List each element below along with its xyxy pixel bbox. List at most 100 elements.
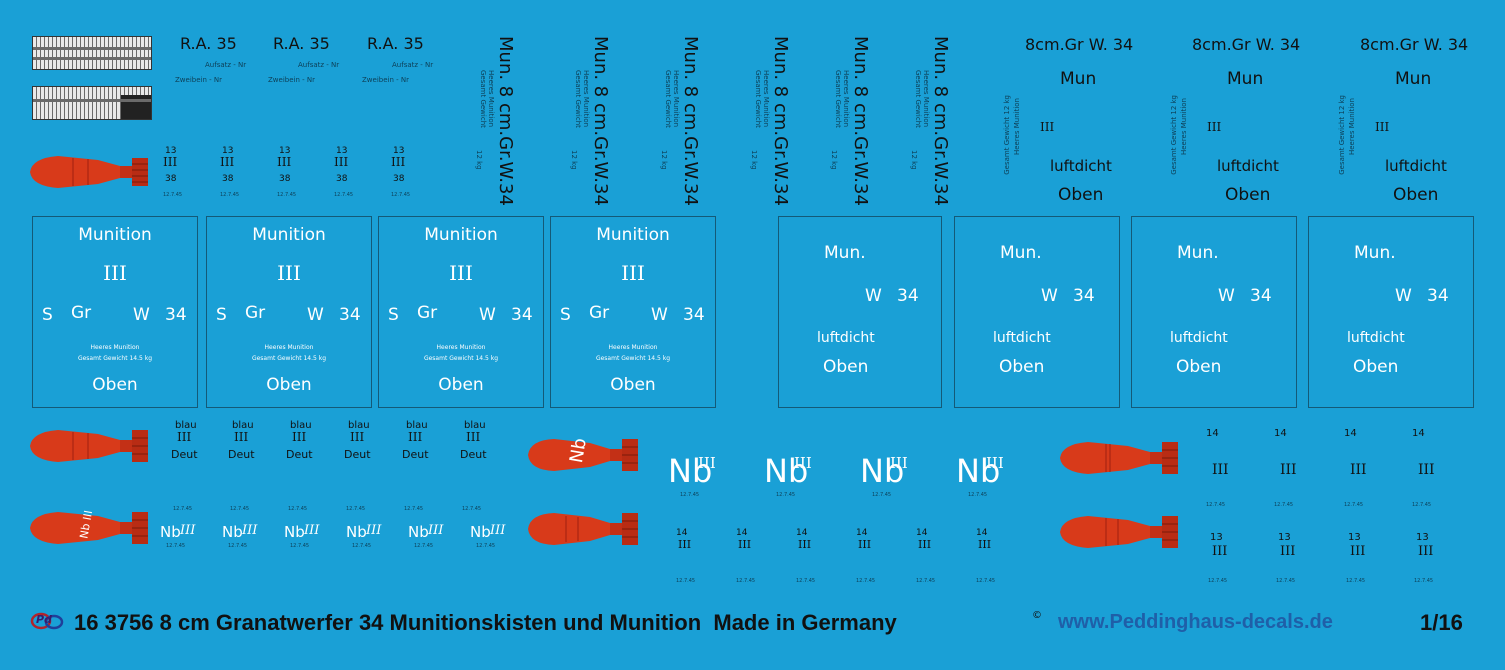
small14-num-5: 14 [976,528,988,538]
blau-roman-4: III [408,430,423,444]
right-14-3: 14 [1412,428,1425,439]
blau-top-2: blau [290,420,312,431]
mun-vertical-main-4: Mun. 8 cm.Gr.W.34 [850,36,871,206]
gr-roman-0: III [1040,120,1055,134]
footer-copyright: © [1032,610,1042,621]
mun-vertical-sub2-5: Gesamt Gewicht [914,70,922,128]
mun-34: 34 [1073,286,1095,306]
mun-w: W [1395,286,1412,306]
mun-vertical-weight-4: 12 kg [830,150,838,170]
mun-vertical-main-1: Mun. 8 cm.Gr.W.34 [590,36,611,206]
mun-title: Mun. [824,243,866,263]
mun-luftdicht: luftdicht [1347,330,1405,346]
munition-s: S [216,305,227,325]
munition-34: 34 [339,305,361,325]
fuze-roman-0: III [163,155,178,169]
fuze-roman-1: III [220,155,235,169]
gr-title-2: 8cm.Gr W. 34 [1360,35,1469,54]
blau-roman-2: III [292,430,307,444]
ra35-label-2: R.A. 35 [367,34,424,53]
small14-roman-2: III [798,538,812,551]
gr-small2-0: Gesamt Gewicht 12 kg [1003,95,1011,175]
right-roman-top-2: III [1350,462,1367,478]
blau-tiny-2: 12.7.45 [288,506,308,512]
munition-gr: Gr [245,303,266,323]
ra35-zweibein-2: Zweibein - Nr [362,76,409,84]
fuze-roman-2: III [277,155,292,169]
gr-mun-1: Mun [1227,69,1264,89]
mun-title: Mun. [1177,243,1219,263]
nb-small-tiny-2: 12.7.45 [290,543,310,549]
ra35-aufsatz-0: Aufsatz - Nr [205,61,247,69]
ra35-label-1: R.A. 35 [273,34,330,53]
munition-w: W [133,305,150,325]
munition-s: S [560,305,571,325]
right-13-0: 13 [1210,532,1223,543]
nb-big-roman-3: III [986,454,1004,472]
fuze-tiny-1: 12.7.45 [220,192,240,198]
nb-big-tiny-2: 12.7.45 [872,492,892,498]
nb-small-tiny-0: 12.7.45 [166,543,186,549]
right-roman-bottom-3: III [1418,544,1434,559]
small14-tiny-4: 12.7.45 [916,578,936,584]
nb-small-tiny-4: 12.7.45 [414,543,434,549]
nb-small-4: Nb [408,523,429,541]
ra35-aufsatz-1: Aufsatz - Nr [298,61,340,69]
gr-small1-2: Heeres Munition [1348,98,1356,156]
nb-big-0: Nb [668,452,713,490]
fuze-bottom-4: 38 [393,174,405,184]
blau-top-4: blau [406,420,428,431]
blau-roman-1: III [234,430,249,444]
nb-big-roman-2: III [890,454,908,472]
footer-website-link[interactable]: www.Peddinghaus-decals.de [1058,611,1333,633]
small14-num-3: 14 [856,528,868,538]
mun-vertical-main-3: Mun. 8 cm.Gr.W.34 [770,36,791,206]
small14-roman-0: III [678,538,692,551]
nb-big-roman-0: III [698,454,716,472]
fuze-top-2: 13 [279,146,291,156]
mun-vertical-sub2-0: Gesamt Gewicht [479,70,487,128]
blau-tiny-5: 12.7.45 [462,506,482,512]
mun-vertical-sub1-4: Heeres Munition [842,70,850,128]
nb-small-5: Nb [470,523,491,541]
nb-big-tiny-0: 12.7.45 [680,492,700,498]
footer-product-title: 16 3756 8 cm Granatwerfer 34 Munitionski… [74,610,897,635]
mortar-shell-4 [528,439,638,471]
fuze-top-3: 13 [336,146,348,156]
munition-s: S [388,305,399,325]
ra35-zweibein-0: Zweibein - Nr [175,76,222,84]
small14-num-0: 14 [676,528,688,538]
mun-title: Mun. [1354,243,1396,263]
munition-line1: Heeres Munition [436,344,486,351]
munition-oben: Oben [92,375,138,395]
munition-34: 34 [165,305,187,325]
fuze-top-0: 13 [165,146,177,156]
gr-roman-2: III [1375,120,1390,134]
munition-title: Munition [78,225,152,245]
mun-vertical-sub1-3: Heeres Munition [762,70,770,128]
gr-title-1: 8cm.Gr W. 34 [1192,35,1301,54]
right-roman-bottom-0: III [1212,544,1228,559]
right-roman-bottom-1: III [1280,544,1296,559]
munition-line2: Gesamt Gewicht 14.5 kg [595,355,671,362]
ra35-aufsatz-2: Aufsatz - Nr [392,61,434,69]
mun-vertical-weight-0: 12 kg [475,150,483,170]
munition-34: 34 [683,305,705,325]
fuze-tiny-3: 12.7.45 [334,192,354,198]
nb-small-tiny-5: 12.7.45 [476,543,496,549]
fuze-bottom-3: 38 [336,174,348,184]
small14-tiny-2: 12.7.45 [796,578,816,584]
mun-vertical-sub1-0: Heeres Munition [487,70,495,128]
right-13-3: 13 [1416,532,1429,543]
blau-deut-1: Deut [228,448,255,461]
munition-title: Munition [424,225,498,245]
gr-small1-1: Heeres Munition [1180,98,1188,156]
small14-tiny-3: 12.7.45 [856,578,876,584]
nb-small-roman-2: III [304,523,320,538]
small14-num-2: 14 [796,528,808,538]
right-tiny-bottom-0: 12.7.45 [1208,578,1228,584]
mun-vertical-sub2-1: Gesamt Gewicht [574,70,582,128]
nb-small-3: Nb [346,523,367,541]
